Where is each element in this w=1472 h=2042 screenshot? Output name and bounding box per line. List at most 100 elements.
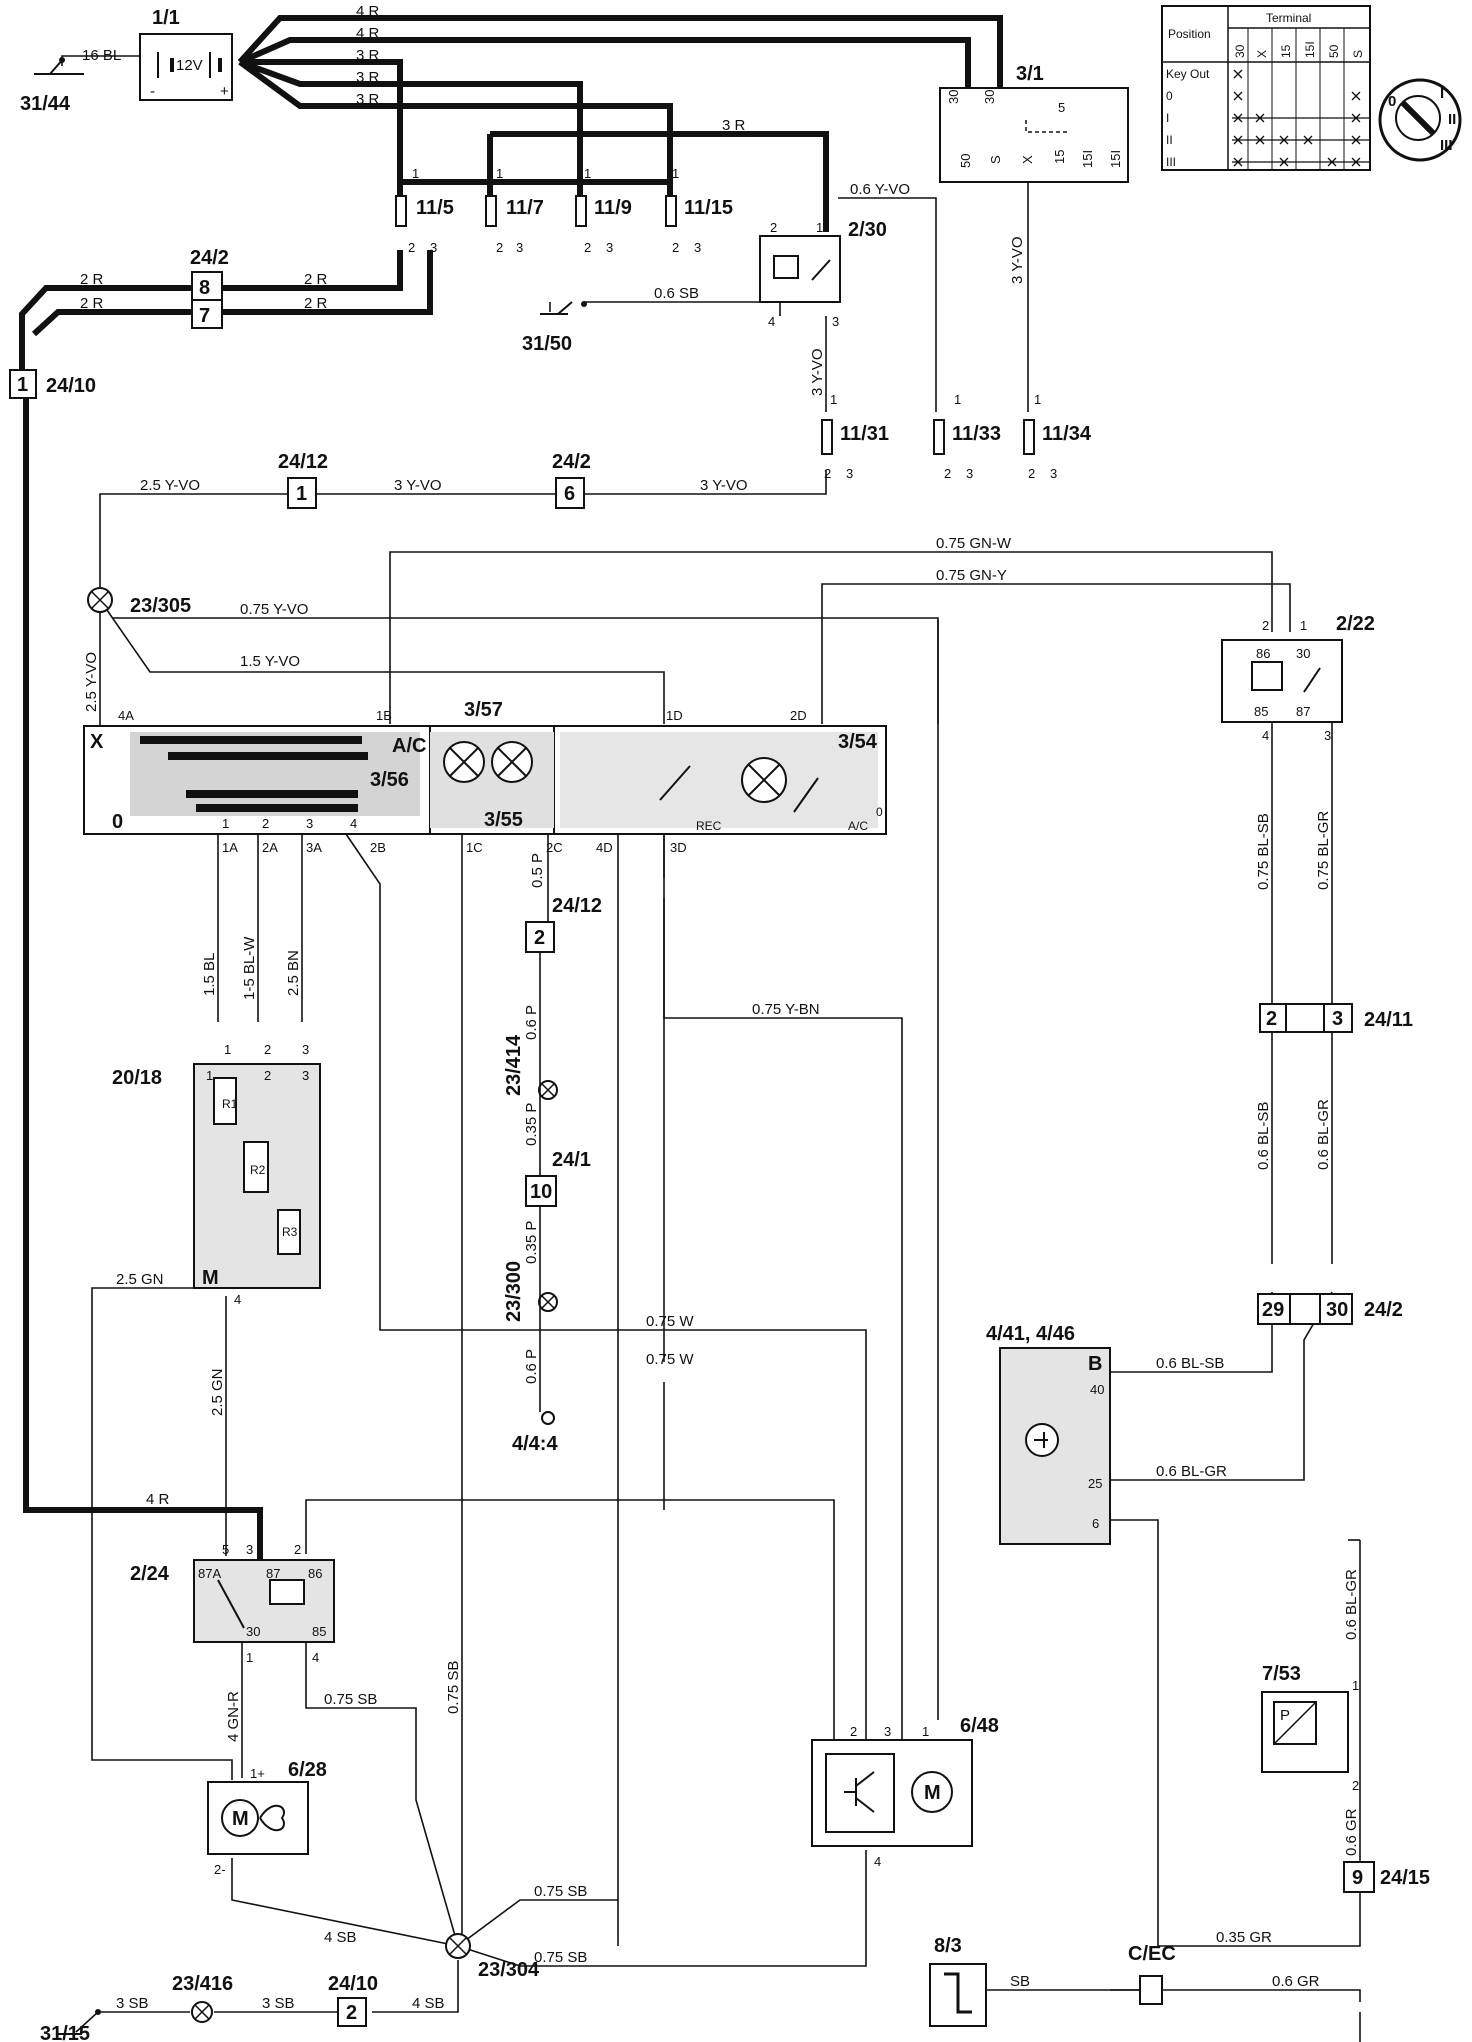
resistor-pin: 3 (302, 1042, 309, 1057)
fan-pin: 1+ (250, 1766, 265, 1781)
conn-24-2-label: 24/2 (552, 451, 591, 473)
conn-24-11-label: 24/11 (1364, 1009, 1413, 1031)
fuse-pin: 3 (606, 240, 613, 255)
panel-zero: 0 (112, 811, 123, 833)
conn-24-15-label: 24/15 (1380, 1867, 1430, 1889)
fuse-pin: 1 (1034, 392, 1041, 407)
fuse-pin: 3 (694, 240, 701, 255)
wire-label: 3 Y-VO (809, 348, 826, 396)
conn-24-2-label: 24/2 (1364, 1299, 1403, 1321)
fuse-11-5: 11/5 (416, 197, 454, 219)
fuse-pin: 3 (1050, 466, 1057, 481)
ecm-pin: 25 (1088, 1476, 1102, 1491)
wire-label: 3 R (722, 117, 746, 134)
module-pin: 3 (884, 1724, 891, 1739)
wire-label: 0.35 GR (1216, 1929, 1272, 1946)
connector-24-2-right: 29 30 24/2 (1257, 1293, 1403, 1325)
connector-24-11: 2 3 24/11 (1259, 1003, 1413, 1033)
relay-pin: 2 (294, 1542, 301, 1557)
dial-0: 0 (1388, 93, 1396, 110)
relay-pin: 86 (308, 1566, 322, 1581)
table-col: 15I (1303, 41, 1317, 58)
panel-zero-right: 0 (876, 805, 883, 819)
wire-label: 4 GN-R (225, 1691, 242, 1742)
fan-control-module: M 6/48 2 3 1 4 (811, 1715, 999, 1869)
wire-label: 2 R (80, 295, 104, 312)
splice-label: 23/304 (478, 1959, 540, 1981)
panel-pin: 2D (790, 708, 807, 723)
ground-31-44: 31/44 (20, 57, 84, 115)
connector-24-1: 10 24/1 (525, 1149, 591, 1207)
panel-pin: 2A (262, 840, 278, 855)
connector-24-2-mid: 6 24/2 (552, 451, 591, 509)
panel-pin: 1 (222, 816, 229, 831)
panel-pin: 1A (222, 840, 238, 855)
relay-pin: 3 (1324, 728, 1331, 743)
fan-motor: M 6/28 1+ 2- (207, 1759, 327, 1877)
relay-2-22-label: 2/22 (1336, 613, 1375, 635)
conn-pin: 2 (1266, 1008, 1277, 1030)
battery-plus: + (220, 83, 229, 100)
ign-pin: 30 (982, 90, 997, 104)
conn-pin: 2 (346, 2002, 357, 2024)
fuse-pin: 2 (584, 240, 591, 255)
fuse-pin: 3 (966, 466, 973, 481)
wire-labels: 16 BL 4 R 4 R 3 R 3 R 3 R 3 R 0.6 Y-VO 2… (80, 3, 1360, 2012)
dial-i: I (1440, 85, 1444, 102)
ecm-label: 4/41, 4/46 (986, 1323, 1075, 1345)
wire-label: SB (1010, 1973, 1030, 1990)
resistor-pack-label: 20/18 (112, 1067, 162, 1089)
panel-pin: 3 (306, 816, 313, 831)
panel-rec: REC (696, 819, 722, 833)
panel-pin: 3A (306, 840, 322, 855)
table-col: X (1255, 50, 1269, 58)
pressure-sensor-label: 7/53 (1262, 1663, 1301, 1685)
table-row: I (1166, 111, 1169, 125)
connector-24-12-top: 1 24/12 (278, 451, 328, 509)
wire-label: 1.5 BL (201, 953, 218, 996)
resistor-pin: 4 (234, 1292, 241, 1307)
wire-label: 2.5 BN (285, 950, 302, 996)
conn-24-12-label: 24/12 (552, 895, 602, 917)
relay-pin: 85 (1254, 704, 1268, 719)
relay-pin: 87A (198, 1566, 221, 1581)
conn-24-1-label: 24/1 (552, 1149, 591, 1171)
ground-label-31-50: 31/50 (522, 333, 572, 355)
ignition-id: 3/1 (1016, 63, 1044, 85)
conn-pin: 30 (1326, 1299, 1348, 1321)
key-dial-icon: 0 I II III (1378, 78, 1462, 162)
wire-label: 0.75 SB (534, 1883, 587, 1900)
fuse-11-34: 11/34 (1042, 423, 1092, 445)
ecm-module: 4/41, 4/46 B 40 25 6 (986, 1323, 1111, 1545)
splice-23-300: 23/300 (503, 1261, 558, 1322)
ignition-switch: 3/1 5 30 30 50 S X 15 15I 15I (939, 63, 1129, 183)
panel-pin: 4 (350, 816, 357, 831)
fuse-pin: 1 (496, 166, 503, 181)
table-row: II (1166, 133, 1173, 147)
connector-24-10-bottom: 2 24/10 (328, 1973, 378, 2027)
panel-3-55: 3/55 (484, 809, 523, 831)
fuse-row-middle: 11/31 11/33 11/34 1 1 1 2 3 2 3 2 3 (821, 392, 1092, 481)
fuse-11-33: 11/33 (952, 423, 1001, 445)
relay-pin: 1 (1300, 618, 1307, 633)
splice-23-304: 23/304 (445, 1933, 540, 1981)
fuse-11-15: 11/15 (684, 197, 733, 219)
wire-label: 0.6 BL-GR (1315, 1099, 1332, 1170)
connector-24-2-top: 24/2 8 7 (190, 247, 229, 329)
wire-label: 3 SB (116, 1995, 149, 2012)
wire-label: 3 SB (262, 1995, 295, 2012)
resistor-pin: 2 (264, 1068, 271, 1083)
wire-label: 0.75 Y-BN (752, 1001, 820, 1018)
splice-label: 23/414 (503, 1034, 525, 1096)
relay-pin: 85 (312, 1624, 326, 1639)
wire-label: 0.6 BL-GR (1156, 1463, 1227, 1480)
fuse-11-9: 11/9 (594, 197, 632, 219)
relay-pin: 87 (1296, 704, 1310, 719)
resistor-pin: 1 (206, 1068, 213, 1083)
relay-pin: 4 (1262, 728, 1269, 743)
ground-label-31-44: 31/44 (20, 93, 71, 115)
panel-pin: 1C (466, 840, 483, 855)
ign-pin: 15I (1080, 150, 1095, 168)
fuse-pin: 1 (830, 392, 837, 407)
ign-pin: 50 (958, 154, 973, 168)
